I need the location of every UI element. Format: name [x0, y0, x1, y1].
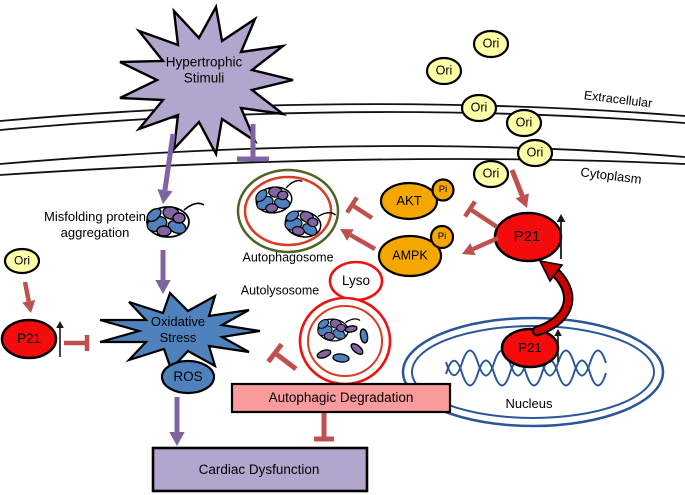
- ori-label: Ori: [482, 166, 500, 181]
- ori-circle-2: [425, 56, 463, 86]
- misfolded-protein-blob: [143, 202, 205, 238]
- p21-nucleus-label: P21: [518, 340, 542, 356]
- hypertrophic-stimuli-shape: [119, 3, 294, 158]
- inhibit-p21-to-akt: [463, 200, 499, 229]
- inhibit-p21-to-oxidative-stress: [64, 335, 90, 351]
- autophagosome-vesicle: [236, 168, 340, 254]
- arrow-p21-nucleus-to-cytoplasm: [531, 259, 574, 337]
- membrane-outer-line-1: [0, 103, 685, 122]
- autolysosome-label: Autolysosome: [240, 283, 320, 298]
- ori-circle-6: [472, 159, 510, 189]
- akt-pi-label: Pi: [438, 184, 448, 196]
- ampk-label: AMPK: [392, 248, 428, 263]
- inhibit-degradation-to-oxidative-stress: [266, 342, 298, 371]
- ori-label: Ori: [14, 253, 30, 268]
- hypertrophic-stimuli-label: Hypertrophic Stimuli: [165, 54, 243, 86]
- degraded-fragment: [344, 325, 358, 333]
- ori-label: Ori: [526, 145, 544, 160]
- akt-label: AKT: [396, 193, 422, 209]
- arrow-p21-left-up: [56, 321, 64, 357]
- arrow-ros-to-cardiac-dysfunction: [169, 397, 185, 446]
- nucleus-label: Nucleus: [505, 396, 553, 412]
- akt-pi-shape: [431, 178, 455, 202]
- autolysosome-vesicle: [298, 296, 392, 386]
- ori-circle-left: [3, 247, 41, 275]
- autophagic-degradation-box: [230, 382, 452, 414]
- ori-label: Ori: [482, 36, 500, 51]
- inhibit-stimuli-to-autophagosome: [237, 124, 269, 162]
- arrow-ampk-to-autophagosome: [340, 229, 377, 251]
- arrow-ori-to-p21-cytoplasm: [509, 169, 529, 208]
- ori-circle-3: [460, 93, 498, 123]
- oxidative-stress-label: Oxidative Stress: [150, 314, 206, 345]
- ori-label: Ori: [435, 63, 453, 78]
- cardiac-dysfunction-box: [151, 446, 369, 493]
- ampk-shape: [377, 234, 443, 278]
- inhibit-degradation-to-cardiac: [314, 413, 334, 442]
- ori-circle-5: [516, 138, 554, 168]
- arrow-layer: [22, 124, 566, 446]
- arrow-stimuli-to-misfolding: [157, 133, 176, 204]
- membrane-outer-line-2: [0, 111, 685, 131]
- akt-shape: [379, 181, 439, 221]
- autophagic-degradation-label: Autophagic Degradation: [268, 389, 414, 405]
- p21-left-shape: [0, 318, 58, 360]
- ori-circle-4: [505, 108, 543, 138]
- arrow-ori-to-p21-left: [22, 281, 36, 313]
- ampk-pi-label: Pi: [437, 231, 447, 243]
- misfolding-label: Misfolding protein aggregation: [44, 209, 146, 240]
- p21-cytoplasm-label: P21: [513, 227, 541, 245]
- ori-label: Ori: [515, 115, 533, 130]
- membrane-inner-line-1: [0, 145, 685, 165]
- lyso-label: Lyso: [341, 272, 371, 288]
- ampk-pi-shape: [429, 224, 455, 250]
- degraded-fragment: [316, 349, 332, 359]
- arrow-p21-nucleus-up: [554, 329, 562, 362]
- ros-label: ROS: [173, 368, 203, 384]
- cardiac-dysfunction-label: Cardiac Dysfunction: [198, 461, 320, 477]
- dna-strand-1: [445, 359, 607, 387]
- oxidative-stress-shape: [99, 290, 261, 372]
- nucleus-shape: [401, 316, 665, 428]
- arrow-misfolding-to-oxidative-stress: [155, 250, 171, 294]
- ros-shape: [160, 359, 216, 395]
- degraded-fragment: [332, 353, 350, 363]
- arrow-p21-cytoplasm-up: [556, 214, 566, 259]
- p21-left-label: P21: [16, 330, 42, 346]
- ori-circle-1: [472, 29, 510, 59]
- membrane-inner-line-2: [0, 158, 685, 176]
- autophagosome-label: Autophagosome: [242, 250, 334, 265]
- inhibit-akt-to-autophagosome: [345, 196, 374, 220]
- degraded-fragment: [350, 343, 364, 355]
- degraded-fragment: [359, 328, 369, 344]
- arrow-p21-to-ampk: [462, 235, 499, 256]
- ori-label: Ori: [470, 100, 488, 115]
